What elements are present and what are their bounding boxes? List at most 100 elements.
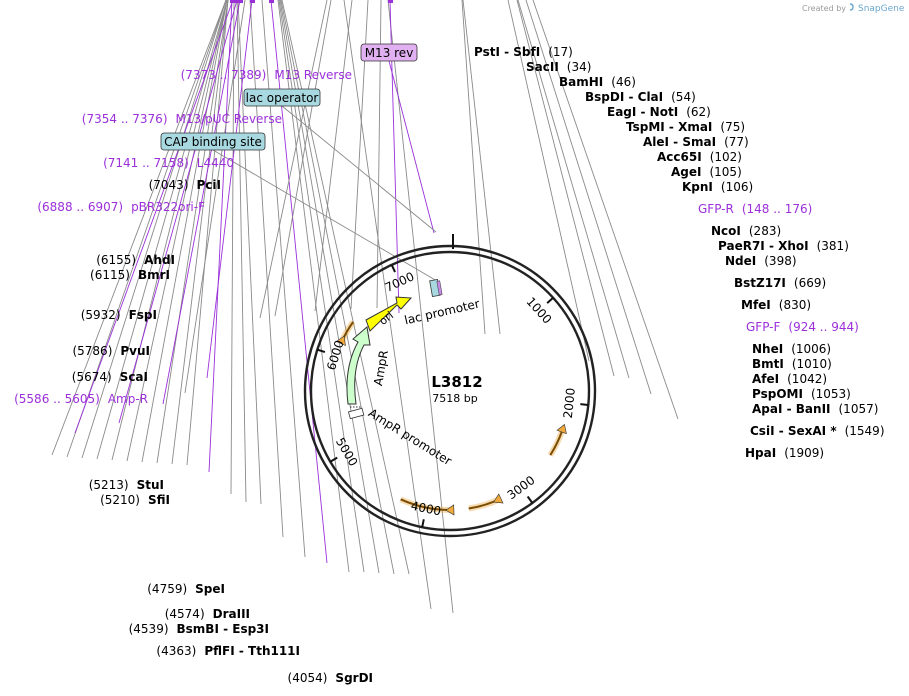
lac-promoter-label: lac promoter bbox=[403, 297, 481, 328]
site-label: Acc65I (102) bbox=[657, 150, 742, 164]
site-csii[interactable]: CsiI - SexAI *(1549) bbox=[750, 424, 885, 438]
plasmid-size: 7518 bp bbox=[432, 392, 477, 405]
site-tspmi[interactable]: TspMI - XmaI(75) bbox=[626, 120, 745, 134]
site-name: BspDI - ClaI bbox=[585, 90, 663, 104]
site-name: BamHI bbox=[559, 75, 603, 89]
leader-line bbox=[81, 0, 227, 459]
ring-inner bbox=[309, 250, 591, 532]
box-cap[interactable]: CAP binding site bbox=[160, 132, 266, 151]
site-l4440[interactable]: (7141 .. 7158)L4440 bbox=[103, 156, 234, 170]
site-name: KpnI bbox=[682, 180, 713, 194]
site-kpni[interactable]: KpnI(106) bbox=[682, 180, 753, 194]
site-ncoi[interactable]: NcoI(283) bbox=[711, 224, 781, 238]
site-position: (5932) bbox=[81, 308, 121, 322]
site-gfpr[interactable]: GFP-R(148 .. 176) bbox=[698, 202, 812, 216]
leader-line bbox=[516, 0, 615, 377]
site-acc65i[interactable]: Acc65I (102) bbox=[657, 150, 742, 164]
site-sacii[interactable]: SacII (34) bbox=[526, 60, 591, 74]
site-bamhi[interactable]: BamHI (46) bbox=[559, 75, 636, 89]
site-ampr[interactable]: (5586 .. 5605)Amp-R bbox=[14, 392, 148, 406]
site-bmri[interactable]: (6115)BmrI bbox=[90, 268, 170, 282]
site-label: AfeI(1042) bbox=[752, 372, 827, 386]
site-bsmbi[interactable]: (4539)BsmBI - Esp3I bbox=[129, 622, 269, 636]
site-label: TspMI - XmaI(75) bbox=[626, 120, 745, 134]
site-position: (1042) bbox=[787, 372, 827, 386]
site-ndei[interactable]: NdeI(398) bbox=[725, 254, 797, 268]
site-name: CsiI - SexAI * bbox=[750, 424, 837, 438]
site-psti[interactable]: PstI - SbfI(17) bbox=[474, 45, 573, 59]
site-pflfi[interactable]: (4363)PflFI - Tth111I bbox=[156, 644, 300, 658]
site-draiii[interactable]: (4574)DraIII bbox=[165, 607, 250, 621]
site-position: (46) bbox=[611, 75, 636, 89]
site-mfei[interactable]: MfeI(830) bbox=[741, 298, 811, 312]
site-name: ApaI - BanII bbox=[752, 402, 831, 416]
site-sgrdi[interactable]: (4054)SgrDI bbox=[288, 671, 373, 685]
site-label: (4363)PflFI - Tth111I bbox=[156, 644, 300, 658]
site-m13reverse[interactable]: (7373 .. 7389)M13 Reverse bbox=[181, 68, 352, 82]
site-label: NcoI(283) bbox=[711, 224, 781, 238]
site-bmti[interactable]: BmtI(1010) bbox=[752, 357, 832, 371]
site-pbr322[interactable]: (6888 .. 6907)pBR322ori-F bbox=[37, 200, 205, 214]
site-position: (4054) bbox=[288, 671, 328, 685]
site-position: (924 .. 944) bbox=[788, 320, 858, 334]
site-label: SacII (34) bbox=[526, 60, 591, 74]
site-name: SacII bbox=[526, 60, 559, 74]
site-agei[interactable]: AgeI(105) bbox=[671, 165, 742, 179]
leader-line bbox=[517, 0, 630, 379]
site-name: FspI bbox=[129, 308, 157, 322]
site-m13puc[interactable]: (7354 .. 7376)M13/pUC Reverse bbox=[82, 112, 282, 126]
leader-line bbox=[162, 0, 241, 405]
site-scai[interactable]: (5674)ScaI bbox=[72, 370, 148, 384]
leader-line bbox=[277, 0, 350, 573]
leader-line bbox=[387, 0, 454, 614]
site-afei[interactable]: AfeI(1042) bbox=[752, 372, 827, 386]
box-m13rev[interactable]: M13 rev bbox=[360, 43, 418, 62]
box-lacop[interactable]: lac operator bbox=[243, 88, 321, 107]
site-position: (102) bbox=[710, 150, 742, 164]
site-name: Amp-R bbox=[108, 392, 148, 406]
primer-mark bbox=[238, 0, 243, 3]
site-fspi[interactable]: (5932) FspI bbox=[81, 308, 157, 322]
site-label: (4539)BsmBI - Esp3I bbox=[129, 622, 269, 636]
site-pvui[interactable]: (5786)PvuI bbox=[72, 344, 150, 358]
tick-mark bbox=[526, 495, 534, 504]
leader-line bbox=[141, 0, 228, 463]
site-sfii[interactable]: (5210)SfiI bbox=[100, 493, 170, 507]
leader-line bbox=[118, 0, 238, 424]
site-label: (5213)StuI bbox=[89, 478, 164, 492]
site-spei[interactable]: (4759)SpeI bbox=[147, 582, 225, 596]
site-eagi[interactable]: EagI - NotI(62) bbox=[607, 105, 711, 119]
site-label: (4759)SpeI bbox=[147, 582, 225, 596]
leader-lines bbox=[51, 0, 679, 614]
site-name: GFP-F bbox=[746, 320, 781, 334]
leader-line bbox=[314, 0, 353, 312]
site-apai[interactable]: ApaI - BanII(1057) bbox=[752, 402, 878, 416]
site-name: Acc65I bbox=[657, 150, 702, 164]
tick-mark bbox=[390, 264, 396, 273]
site-ahdi[interactable]: (6155)AhdI bbox=[96, 253, 175, 267]
site-bspdi[interactable]: BspDI - ClaI(54) bbox=[585, 90, 696, 104]
ampr-label: AmpR bbox=[371, 349, 391, 387]
site-name: NdeI bbox=[725, 254, 756, 268]
site-position: (4759) bbox=[147, 582, 187, 596]
site-label: (6115)BmrI bbox=[90, 268, 170, 282]
site-gfpf[interactable]: GFP-F (924 .. 944) bbox=[746, 320, 859, 334]
site-pcii[interactable]: (7043)PciI bbox=[149, 178, 221, 192]
box-background bbox=[160, 132, 266, 151]
tick-label: 7000 bbox=[383, 269, 417, 295]
primer-mark bbox=[250, 0, 255, 3]
site-nhei[interactable]: NheI(1006) bbox=[752, 342, 831, 356]
site-psppomi[interactable]: PspOMI(1053) bbox=[752, 387, 851, 401]
leader-line bbox=[525, 0, 652, 395]
site-hpai[interactable]: HpaI(1909) bbox=[745, 446, 824, 460]
leader-line bbox=[259, 0, 328, 319]
site-position: (1909) bbox=[784, 446, 824, 460]
leader-line bbox=[126, 0, 228, 462]
site-name: DraIII bbox=[213, 607, 250, 621]
leader-line bbox=[186, 0, 229, 466]
site-bstz17i[interactable]: BstZ17I(669) bbox=[734, 276, 826, 290]
site-alei[interactable]: AleI - SmaI(77) bbox=[643, 135, 749, 149]
site-position: (34) bbox=[567, 60, 592, 74]
site-paer7i[interactable]: PaeR7I - XhoI(381) bbox=[718, 239, 849, 253]
site-stui[interactable]: (5213)StuI bbox=[89, 478, 164, 492]
